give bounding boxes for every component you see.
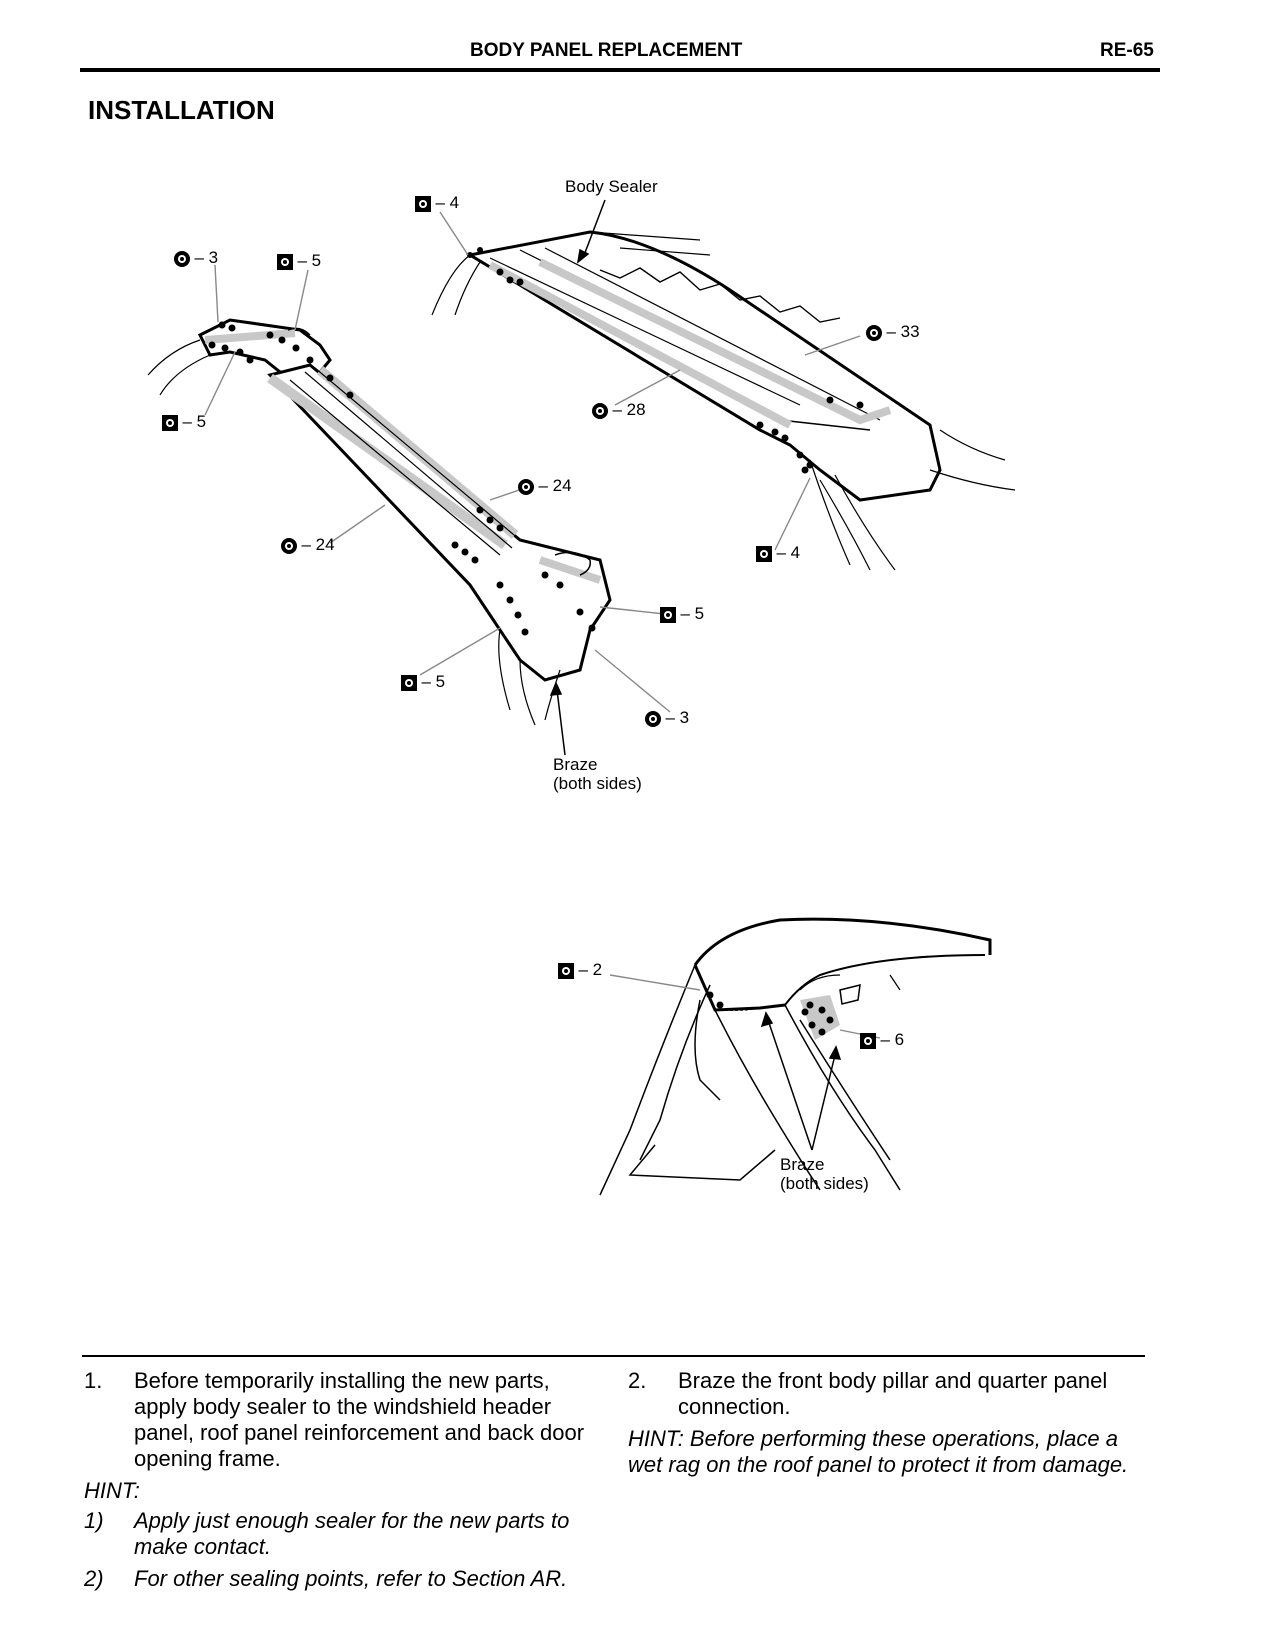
front-spot-welds bbox=[208, 321, 596, 636]
braze-label-2: Braze (both sides) bbox=[780, 1155, 869, 1193]
callout-text: – 4 bbox=[435, 193, 460, 212]
callout-text: – 6 bbox=[880, 1030, 905, 1049]
callout-square-6: – 6 bbox=[860, 1030, 904, 1050]
callout-text: – 28 bbox=[612, 400, 646, 419]
front-header-reinforcement bbox=[147, 318, 612, 726]
rear-roof-reinforcement bbox=[431, 230, 1016, 571]
callout-text: – 3 bbox=[194, 248, 219, 267]
square-weld-icon bbox=[277, 253, 293, 270]
callout-text: – 24 bbox=[301, 535, 335, 554]
callout-square-5-left: – 5 bbox=[162, 412, 206, 432]
callout-text: – 5 bbox=[680, 604, 705, 623]
body-sealer-leader bbox=[576, 199, 606, 264]
square-weld-icon bbox=[660, 606, 676, 623]
page-number: RE-65 bbox=[1100, 40, 1154, 61]
rear-spot-welds bbox=[467, 247, 864, 474]
callout-circle-24-left: – 24 bbox=[281, 535, 335, 555]
body-sealer-label: Body Sealer bbox=[565, 177, 658, 196]
braze-label-line2: (both sides) bbox=[553, 774, 642, 793]
callout-circle-33: – 33 bbox=[866, 322, 920, 342]
square-weld-icon bbox=[756, 545, 772, 562]
callout-square-4-bottom: – 4 bbox=[756, 543, 800, 563]
braze-label-line1: Braze bbox=[553, 755, 598, 774]
circle-weld-icon bbox=[866, 324, 882, 341]
circle-weld-icon bbox=[281, 537, 297, 554]
callout-square-2: – 2 bbox=[558, 960, 602, 980]
instructions-left-column: 1. Before temporarily installing the new… bbox=[84, 1368, 604, 1598]
callout-text: – 24 bbox=[538, 476, 572, 495]
callout-circle-24-right: – 24 bbox=[518, 476, 572, 496]
instructions-right-column: 2. Braze the front body pillar and quart… bbox=[628, 1368, 1148, 1478]
callout-circle-3-bottom: – 3 bbox=[645, 708, 689, 728]
callout-text: – 3 bbox=[665, 708, 690, 727]
braze-leader-1 bbox=[549, 681, 566, 756]
callout-text: – 5 bbox=[421, 672, 446, 691]
hint-item-2: 2) For other sealing points, refer to Se… bbox=[84, 1566, 604, 1592]
braze-label: Braze (both sides) bbox=[553, 755, 642, 793]
hint-paragraph: HINT: Before performing these operations… bbox=[628, 1426, 1129, 1477]
leader-lines bbox=[204, 211, 861, 713]
step-number: 1. bbox=[84, 1368, 103, 1393]
square-weld-icon bbox=[415, 195, 431, 212]
circle-weld-icon bbox=[645, 710, 661, 727]
braze-label-2-line1: Braze bbox=[780, 1155, 825, 1174]
text-divider bbox=[82, 1355, 1145, 1357]
callout-square-5-bottom: – 5 bbox=[401, 672, 445, 692]
callout-square-5-right: – 5 bbox=[660, 604, 704, 624]
hint-item-1: 1) Apply just enough sealer for the new … bbox=[84, 1508, 604, 1560]
square-weld-icon bbox=[162, 414, 178, 431]
callout-text: – 33 bbox=[886, 322, 920, 341]
hint-number: 1) bbox=[84, 1508, 104, 1533]
hint-text: Apply just enough sealer for the new par… bbox=[134, 1508, 570, 1559]
callout-square-4-top: – 4 bbox=[415, 193, 459, 213]
step-number: 2. bbox=[628, 1368, 647, 1393]
circle-weld-icon bbox=[174, 250, 190, 267]
callout-circle-28: – 28 bbox=[592, 400, 646, 420]
page-header-title: BODY PANEL REPLACEMENT bbox=[470, 40, 743, 61]
callout-text: – 5 bbox=[182, 412, 207, 431]
callout-text: – 2 bbox=[578, 960, 603, 979]
circle-weld-icon bbox=[592, 402, 608, 419]
braze-label-2-line2: (both sides) bbox=[780, 1174, 869, 1193]
header-divider bbox=[80, 68, 1160, 72]
callout-text: – 4 bbox=[776, 543, 801, 562]
hint-text: For other sealing points, refer to Secti… bbox=[134, 1566, 568, 1591]
hint-label: HINT: bbox=[84, 1478, 140, 1503]
step-text: Before temporarily installing the new pa… bbox=[134, 1368, 585, 1471]
hint-number: 2) bbox=[84, 1566, 104, 1591]
square-weld-icon bbox=[401, 674, 417, 691]
circle-weld-icon bbox=[518, 478, 534, 495]
section-title: INSTALLATION bbox=[88, 95, 275, 125]
square-weld-icon bbox=[558, 962, 574, 979]
step-1: 1. Before temporarily installing the new… bbox=[84, 1368, 604, 1472]
callout-text: – 5 bbox=[297, 251, 322, 270]
step-text: Braze the front body pillar and quarter … bbox=[678, 1368, 1108, 1419]
callout-circle-3-left: – 3 bbox=[174, 248, 218, 268]
square-weld-icon bbox=[860, 1032, 876, 1049]
callout-square-5-top: – 5 bbox=[277, 251, 321, 271]
step-2: 2. Braze the front body pillar and quart… bbox=[628, 1368, 1148, 1420]
